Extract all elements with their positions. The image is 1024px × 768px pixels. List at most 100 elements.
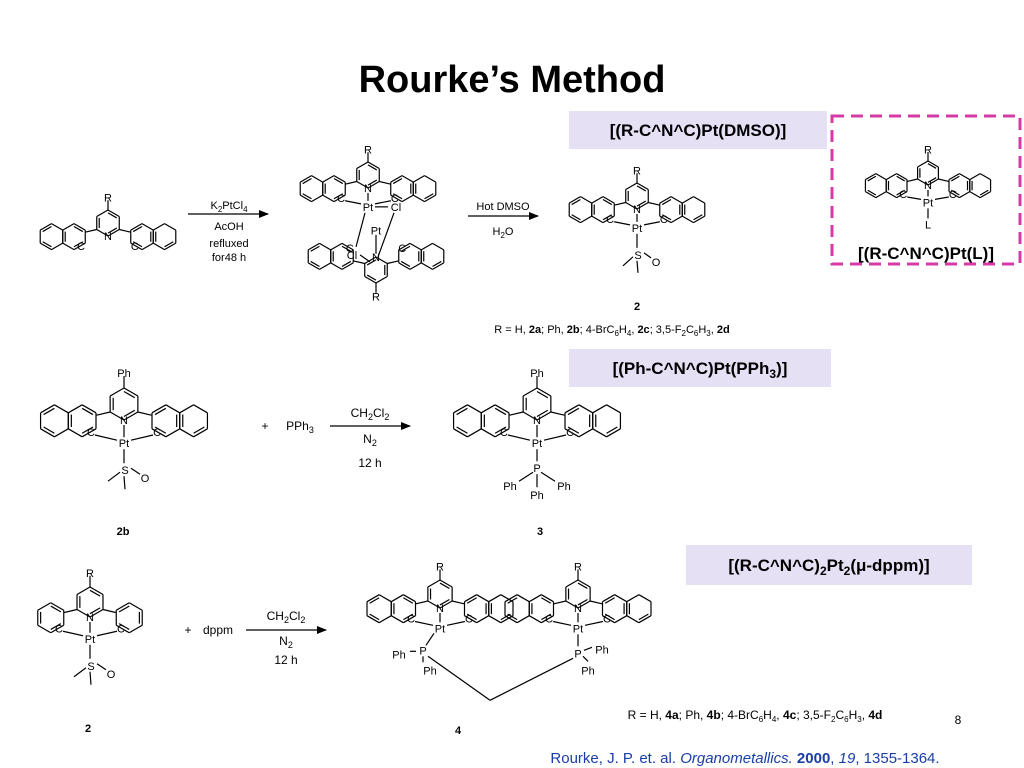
bond (164, 242, 177, 251)
bond (390, 594, 404, 603)
atom-label-c: C (465, 614, 473, 626)
bond (154, 426, 167, 434)
compound-number-2b: 2b (117, 526, 130, 538)
bond (638, 594, 652, 603)
label-box-dmso (569, 111, 827, 149)
atom-label-pt: Pt (632, 223, 642, 235)
bond (564, 404, 580, 414)
bond (614, 594, 628, 603)
bond (439, 582, 450, 590)
bond (614, 221, 631, 226)
bond (504, 615, 518, 624)
bond (488, 615, 502, 624)
atom-label-r: R (372, 292, 380, 304)
bond (494, 404, 510, 414)
bond (333, 177, 344, 185)
bond (330, 242, 343, 251)
atom-label-ph: Ph (581, 665, 594, 677)
bond (602, 615, 615, 624)
bond (37, 624, 52, 634)
bond (464, 594, 477, 603)
bond (466, 613, 477, 621)
bond (355, 212, 366, 248)
bond (341, 242, 354, 251)
bond (377, 212, 395, 258)
bond (626, 615, 640, 624)
bond (109, 411, 125, 421)
bond (661, 214, 672, 221)
atom-label-pt: Pt (119, 438, 129, 450)
bond (107, 228, 120, 237)
bond (659, 196, 672, 204)
bond (179, 428, 194, 438)
atom-label-c: C (153, 427, 161, 439)
bond (636, 200, 647, 207)
reagent-dppm: dppm (203, 623, 233, 637)
bond (123, 391, 136, 399)
bond (193, 428, 208, 438)
bond (130, 467, 141, 475)
bond (625, 182, 638, 191)
bond (564, 428, 580, 438)
bond (374, 200, 391, 205)
atom-label-ph: Ph (557, 481, 570, 493)
bond (589, 600, 603, 605)
bond (67, 428, 83, 438)
bond (950, 175, 960, 182)
label-dmso: [(R-C^N^C)Pt(DMSO)] (610, 121, 787, 140)
bond (424, 175, 437, 183)
bond (622, 256, 634, 267)
bond (39, 223, 52, 231)
bond (865, 191, 877, 199)
molecular-structures (37, 152, 992, 701)
bond (896, 191, 908, 199)
plus-sign-2: + (184, 623, 191, 637)
bond (165, 428, 181, 438)
bond (179, 404, 194, 414)
bond (51, 242, 64, 251)
bond (62, 630, 84, 637)
bond (54, 428, 69, 438)
atom-label-n: N (372, 252, 380, 264)
bond (693, 214, 703, 221)
bond (948, 173, 960, 181)
condition-ch2cl2-2: CH2Cl2 (267, 609, 306, 625)
bond (661, 198, 672, 206)
bond (115, 602, 130, 611)
bond (580, 215, 593, 224)
bond (969, 173, 981, 181)
bond (626, 594, 640, 603)
atom-label-r: R (86, 568, 94, 580)
bond (446, 620, 466, 626)
condition-12h-1: 12 h (358, 456, 381, 470)
bond (424, 194, 437, 203)
bond (693, 215, 706, 224)
bond (636, 182, 649, 191)
bond (42, 225, 52, 233)
condition-hot-dmso: Hot DMSO (476, 201, 530, 213)
bond (94, 434, 118, 441)
bond (369, 613, 380, 621)
label-box-pph3 (569, 349, 831, 387)
bond (123, 409, 136, 417)
bond (165, 404, 181, 414)
bond (518, 471, 534, 482)
bond (400, 245, 411, 252)
atom-label-s: S (634, 250, 641, 262)
atom-label-pt: Pt (435, 623, 445, 635)
bond (137, 411, 152, 416)
bond (541, 613, 552, 621)
bond (896, 189, 906, 196)
bond (107, 227, 118, 234)
atom-label-pt: Pt (363, 202, 373, 214)
bond (43, 426, 55, 434)
bond (432, 262, 445, 270)
bond (420, 242, 433, 251)
bond (571, 198, 581, 206)
bond (456, 407, 468, 416)
bond (516, 615, 530, 624)
bond (480, 428, 496, 438)
bond (927, 177, 937, 183)
bond (412, 194, 425, 203)
bond (356, 161, 369, 170)
